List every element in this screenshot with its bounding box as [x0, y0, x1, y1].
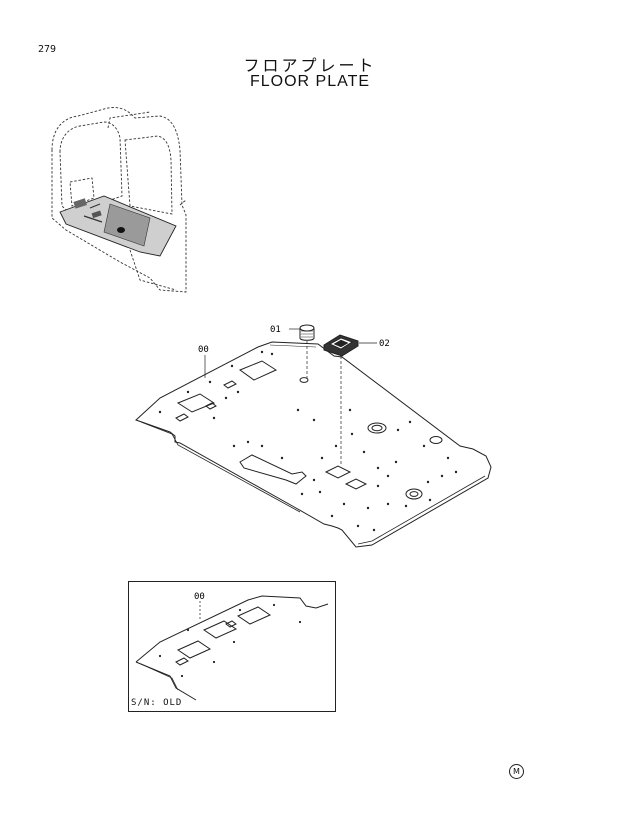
inset-frame [128, 581, 336, 712]
cab-floor-highlight [59, 195, 177, 257]
floor-plate-bolt-holes [158, 350, 458, 532]
callout-00: 00 [198, 345, 209, 355]
inset-callout-00: 00 [194, 592, 205, 602]
callout-leaders [204, 328, 377, 378]
inset-serial-label: S/N: OLD [131, 698, 183, 708]
page-number: 279 [38, 44, 57, 55]
plug-part-01 [299, 324, 315, 378]
page-title: FLOOR PLATE [249, 73, 371, 90]
floor-plate-part-00 [135, 341, 492, 548]
page-title-japanese: フロアプレート [243, 56, 377, 75]
inset-floor-plate-old [135, 595, 329, 701]
cover-part-02 [323, 334, 359, 466]
callout-01: 01 [270, 325, 281, 335]
manufacturer-mark: M [509, 764, 524, 779]
cab-location-illustration [51, 107, 187, 293]
inset-bolt-holes [158, 603, 302, 678]
callout-02: 02 [379, 339, 390, 349]
